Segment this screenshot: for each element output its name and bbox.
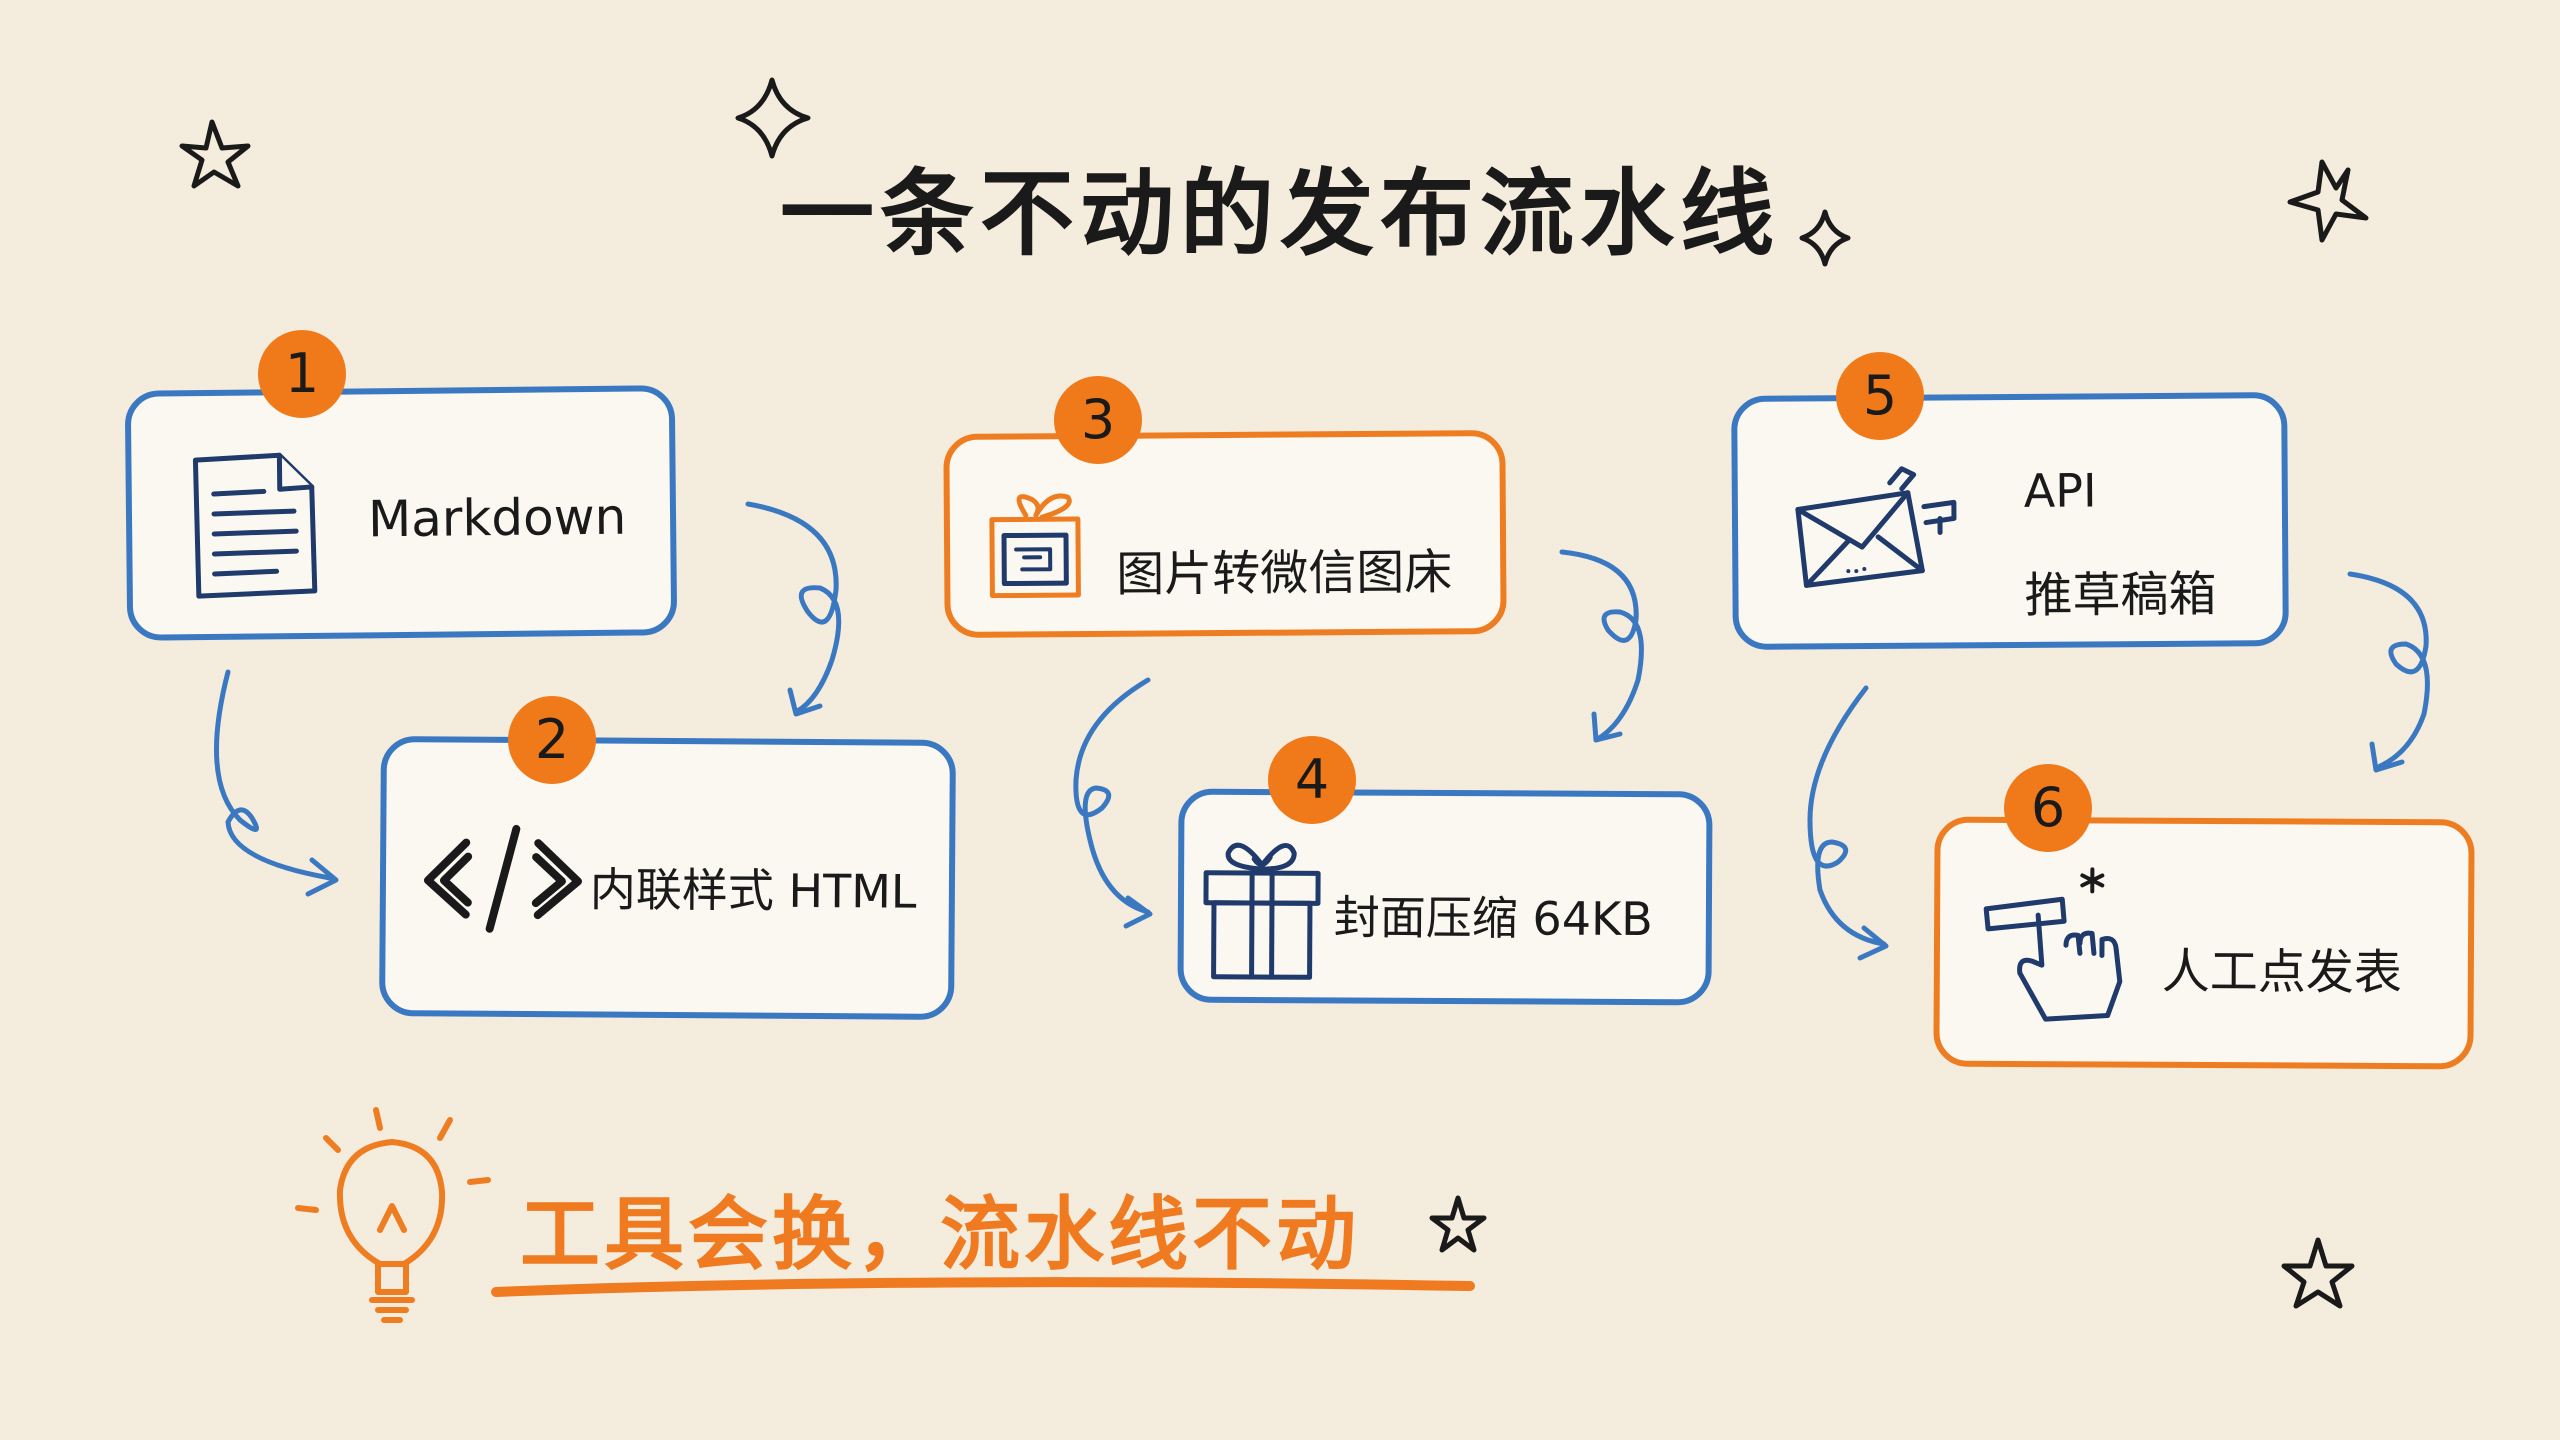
gift-box-icon <box>1203 842 1321 980</box>
arrow-3-to-4-alt <box>1559 549 1644 743</box>
star-icon <box>2281 1237 2355 1309</box>
step-badge-3: 3 <box>1054 376 1142 464</box>
page-title: 一条不动的发布流水线 <box>780 160 1781 269</box>
step-card-5: API 推草稿箱 <box>1731 392 2289 650</box>
pointing-hand-icon <box>1983 867 2123 1022</box>
star-icon <box>2287 159 2369 243</box>
arrow-5-to-6 <box>1807 685 1887 947</box>
arrow-5-to-6-alt <box>2347 571 2430 771</box>
arrow-3-to-4 <box>1073 677 1151 915</box>
step-badge-5: 5 <box>1836 352 1924 440</box>
lightbulb-icon <box>295 1107 491 1323</box>
step-badge-2: 2 <box>508 696 596 784</box>
step-label-3: 图片转微信图床 <box>1116 544 1453 603</box>
step-label-1: Markdown <box>367 487 627 549</box>
step-card-1: Markdown <box>124 385 678 641</box>
star-icon <box>179 119 251 189</box>
code-icon <box>423 824 582 933</box>
arrow-1-to-2-alt <box>745 501 842 715</box>
step-badge-4: 4 <box>1268 736 1356 824</box>
image-icon <box>989 493 1081 599</box>
star-icon <box>1429 1195 1487 1253</box>
step-badge-1: 1 <box>258 330 346 418</box>
tagline: 工具会换，流水线不动 <box>520 1188 1360 1281</box>
step-label-4: 封面压缩 64KB <box>1333 890 1653 947</box>
step-card-2: 内联样式 HTML <box>379 735 956 1021</box>
step-card-4: 封面压缩 64KB <box>1177 788 1713 1006</box>
step-label-2: 内联样式 HTML <box>589 862 917 919</box>
step-badge-6: 6 <box>2004 764 2092 852</box>
step-card-6: 人工点发表 <box>1933 816 2475 1070</box>
step-label-5-line2: 推草稿箱 <box>2024 566 2217 624</box>
arrow-1-to-2 <box>214 669 333 881</box>
step-label-6: 人工点发表 <box>2161 943 2403 1002</box>
step-card-3: 图片转微信图床 <box>943 430 1507 638</box>
envelope-icon <box>1795 466 1957 588</box>
document-icon <box>192 452 318 599</box>
step-label-5-line1: API <box>2023 463 2097 518</box>
